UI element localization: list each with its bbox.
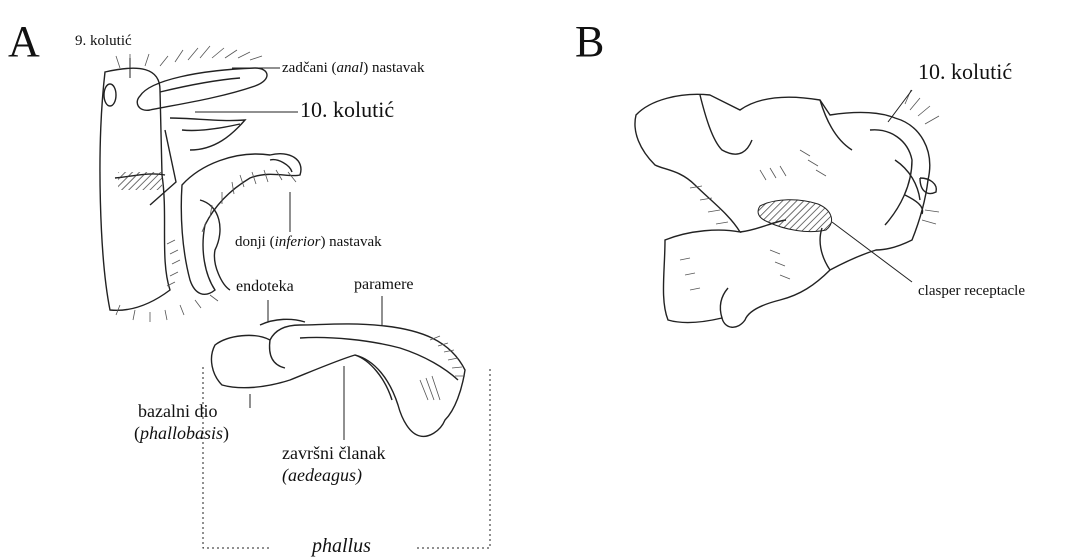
- clasper-receptacle-hatch: [758, 200, 831, 232]
- phallus-outline: [211, 319, 465, 436]
- ninth-segment-hatch: [118, 172, 162, 190]
- label-anal-process: zadčani (anal) nastavak: [282, 60, 424, 77]
- label-ninth-segment: 9. kolutić: [75, 33, 132, 50]
- label-inferior-appendage: donji (inferior) nastavak: [235, 234, 382, 251]
- label-clasper-receptacle: clasper receptacle: [918, 283, 1025, 300]
- label-terminal-segment: završni članak: [282, 444, 385, 464]
- label-endotheca: endoteka: [236, 278, 294, 296]
- label-inferior-italic: inferior: [275, 234, 321, 250]
- label-inferior-post: ) nastavak: [320, 234, 381, 250]
- label-anal-italic: anal: [337, 60, 364, 76]
- panel-b-letter: B: [575, 20, 604, 64]
- label-phallobasis: (phallobasis): [134, 424, 229, 444]
- label-phallus: phallus: [312, 535, 371, 557]
- label-phallobasis-close: ): [223, 423, 229, 443]
- leader-lines-b: [832, 90, 912, 282]
- panel-a-letter: A: [8, 20, 40, 64]
- label-basal-part: bazalni dio: [138, 402, 217, 422]
- label-phallobasis-italic: phallobasis: [140, 423, 223, 443]
- tenth-segment-outline: [170, 118, 245, 150]
- anal-process-outline: [137, 68, 267, 110]
- inferior-appendage-outline: [181, 154, 301, 295]
- label-tenth-segment-a: 10. kolutić: [300, 98, 394, 122]
- label-anal-post: ) nastavak: [363, 60, 424, 76]
- label-paramere: paramere: [354, 276, 414, 294]
- label-aedeagus: (aedeagus): [282, 466, 362, 486]
- label-tenth-segment-b: 10. kolutić: [918, 60, 1012, 84]
- label-inferior-pre: donji (: [235, 234, 275, 250]
- label-anal-pre: zadčani (: [282, 60, 337, 76]
